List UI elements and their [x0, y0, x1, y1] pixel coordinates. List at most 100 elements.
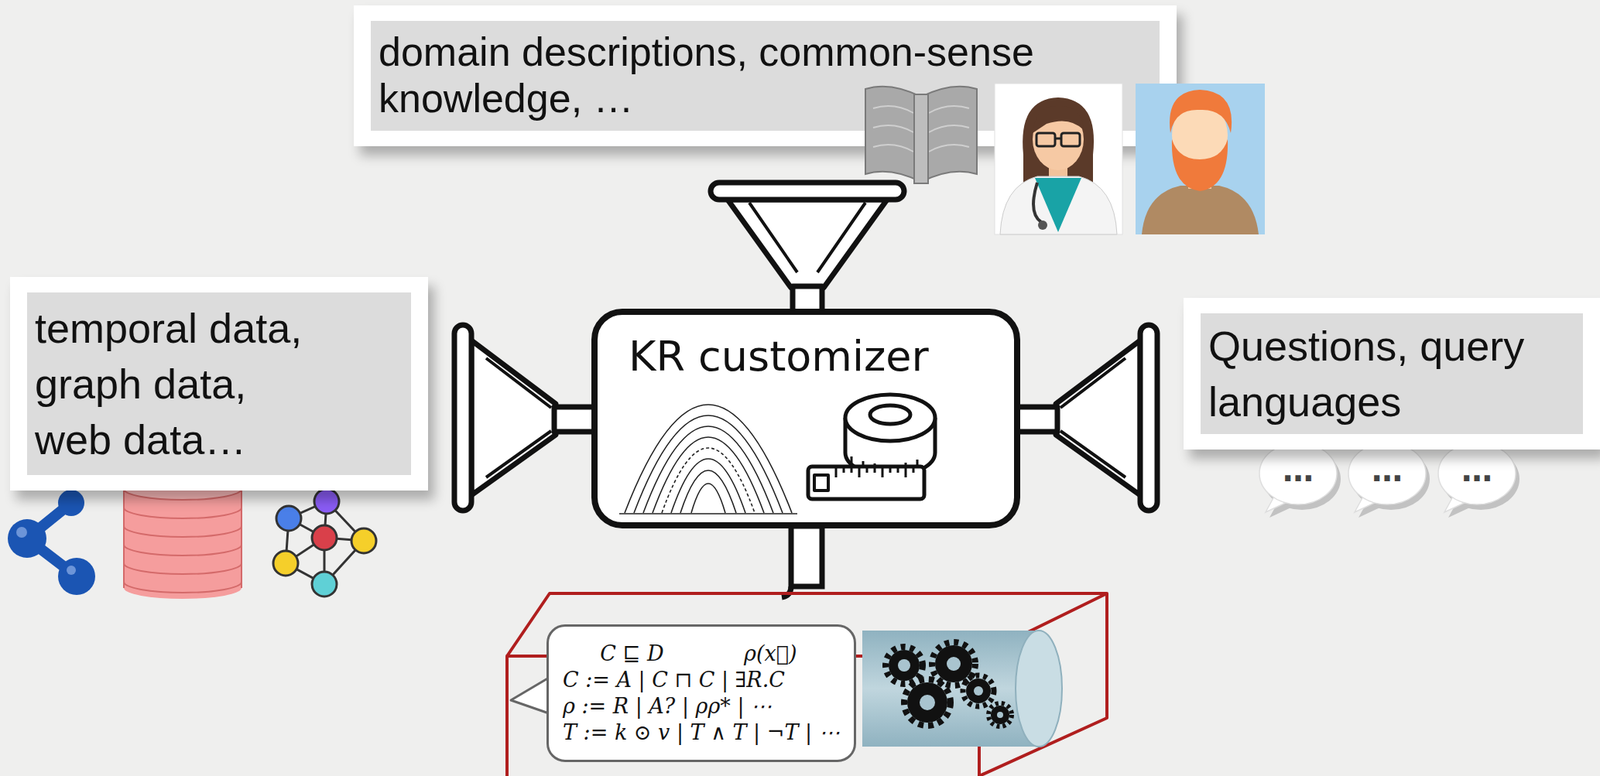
- network-icon: [351, 528, 377, 554]
- engine-cylinder: [862, 630, 1063, 747]
- funnel: [727, 199, 888, 288]
- engine-cylinder: [946, 657, 961, 672]
- bubble-tail: [510, 678, 549, 714]
- chat-bubbles: [1348, 442, 1426, 505]
- network-icon: [273, 489, 377, 597]
- network-icon: [314, 489, 340, 514]
- share-icon: [58, 489, 85, 517]
- complexity-arcs: [652, 437, 765, 514]
- funnel: [710, 182, 905, 200]
- engine-cylinder: [973, 686, 984, 696]
- share-icon: [7, 489, 96, 596]
- engine-cylinder: [1015, 630, 1063, 747]
- engine-cylinder: [904, 679, 951, 727]
- engine-cylinder: [885, 647, 923, 685]
- funnel: [486, 358, 552, 478]
- chat-bubbles: [1438, 442, 1516, 505]
- chat-bubbles: [1263, 448, 1520, 518]
- engine-cylinder: [907, 682, 948, 723]
- doctor-avatar: [994, 83, 1123, 235]
- engine-cylinder: [988, 703, 1012, 727]
- database-icon: [123, 577, 242, 600]
- book-icon: [873, 106, 970, 152]
- person-avatar: [1169, 89, 1232, 134]
- engine-cylinder: [897, 659, 911, 672]
- complexity-arcs: [643, 426, 774, 514]
- knowledge-panel: domain descriptions, common-sense knowle…: [353, 5, 1177, 147]
- funnel: [554, 407, 595, 432]
- engine-cylinder: [919, 695, 936, 711]
- doctor-avatar: [1036, 133, 1056, 147]
- pipe: [781, 526, 823, 598]
- tape-measure: [814, 475, 829, 491]
- database-icon: [123, 478, 242, 600]
- funnel: [454, 325, 595, 511]
- box-label: domain descriptions, common-sense knowle…: [378, 28, 1076, 122]
- tape-measure: [808, 466, 925, 500]
- book-icon: [921, 86, 977, 182]
- data-panel: temporal data, graph data, web data…: [10, 277, 429, 491]
- complexity-arcs: [619, 404, 798, 514]
- tape-measure: [870, 405, 911, 425]
- doctor-avatar: [1022, 97, 1094, 190]
- complexity-arcs: [619, 513, 798, 515]
- customizer-fill: [591, 308, 1021, 529]
- box-label: Questions, query languages: [1208, 318, 1542, 430]
- formula-text: C := A | C ⊓ C | ∃R.C: [562, 667, 840, 694]
- formula-text: C ⊑ D: [562, 640, 702, 668]
- engine-cylinder: [885, 642, 1012, 727]
- complexity-arcs: [680, 470, 737, 514]
- storage-box: [507, 593, 1107, 776]
- chat-bubbles: [1259, 442, 1520, 518]
- box-label: KR customizer: [628, 332, 984, 383]
- person-avatar: [1171, 101, 1228, 170]
- person-avatar: [1141, 185, 1259, 235]
- database-icon: [123, 489, 242, 593]
- engine-cylinder: [990, 705, 1010, 725]
- complexity-arcs: [624, 404, 792, 514]
- share-icon: [66, 565, 76, 576]
- doctor-avatar: [1055, 137, 1062, 141]
- doctor-avatar: [1032, 108, 1084, 171]
- formula-text: T := k ⊙ v | T ∧ T | ¬T | ⋯: [562, 719, 840, 747]
- funnel: [710, 182, 905, 312]
- complexity-arcs: [633, 415, 783, 514]
- engine-cylinder: [935, 645, 973, 683]
- doctor-avatar: [1038, 220, 1048, 230]
- chat-bubbles: [1259, 442, 1337, 505]
- share-icon: [16, 527, 28, 538]
- network-icon: [273, 551, 299, 576]
- person-avatar: [1135, 83, 1265, 235]
- pipe: [791, 526, 823, 587]
- doctor-avatar: [1000, 176, 1117, 235]
- chat-bubbles: [1259, 442, 1516, 513]
- engine-cylinder: [966, 678, 991, 704]
- engine-cylinder: [962, 675, 994, 707]
- funnel: [454, 325, 472, 511]
- funnel: [1017, 325, 1158, 511]
- doctor-avatar: [994, 83, 1123, 235]
- network-icon: [311, 572, 337, 597]
- doctor-avatar: [1061, 133, 1080, 147]
- engine-cylinder: [888, 650, 920, 682]
- complexity-arcs: [691, 483, 726, 514]
- funnel: [471, 340, 556, 496]
- book-icon: [914, 94, 929, 184]
- person-avatar: [1135, 83, 1265, 235]
- formula-text: ρ := R | A? | ρρ* | ⋯: [562, 693, 840, 720]
- doctor-avatar: [1033, 182, 1042, 223]
- share-icon: [7, 519, 47, 559]
- tape-measure: [845, 394, 936, 442]
- book-icon: [865, 86, 977, 184]
- doctor-avatar: [1032, 106, 1084, 134]
- network-icon: [276, 506, 302, 532]
- formula-text: ρ(x⃗): [701, 640, 840, 668]
- engine-cylinder: [997, 712, 1004, 719]
- tape-measure: [808, 394, 936, 500]
- database-icon: [123, 489, 242, 589]
- doctor-avatar: [1048, 158, 1068, 181]
- complexity-arcs: [661, 448, 755, 514]
- share-icon: [58, 558, 96, 596]
